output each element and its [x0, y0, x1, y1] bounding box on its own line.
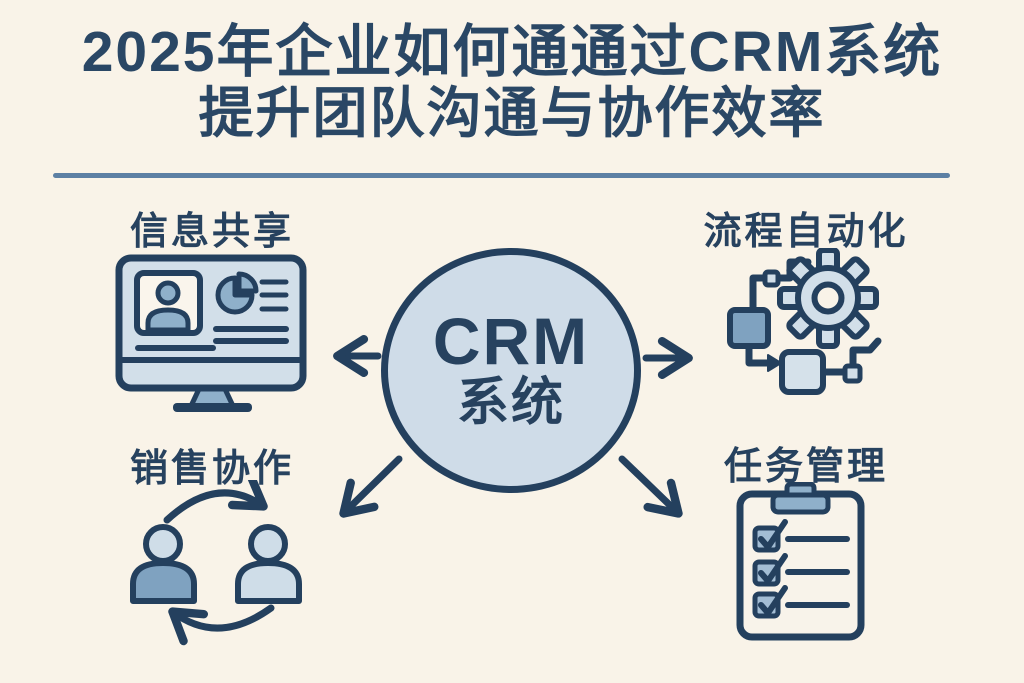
title-line-2: 提升团队沟通与协作效率 [198, 81, 826, 144]
gear-flowchart-icon [727, 248, 882, 395]
people-sync-icon [130, 480, 302, 646]
arrow-to-sales-collaboration [339, 455, 403, 518]
clipboard-checklist-icon [736, 482, 865, 641]
arrow-to-task-management [618, 455, 683, 518]
page-title: 2025年企业如何通通过CRM系统 提升团队沟通与协作效率 [0, 20, 1024, 144]
crm-center-node: CRM 系统 [381, 248, 641, 493]
crm-node-title: CRM [432, 303, 590, 378]
label-process-automation: 流程自动化 [703, 211, 909, 253]
title-divider [53, 173, 950, 178]
monitor-dashboard-icon [115, 254, 307, 412]
label-info-sharing: 信息共享 [129, 211, 294, 253]
title-line-1: 2025年企业如何通通过CRM系统 [81, 20, 943, 84]
crm-node-subtitle: 系统 [456, 373, 565, 432]
label-task-management: 任务管理 [723, 446, 888, 488]
